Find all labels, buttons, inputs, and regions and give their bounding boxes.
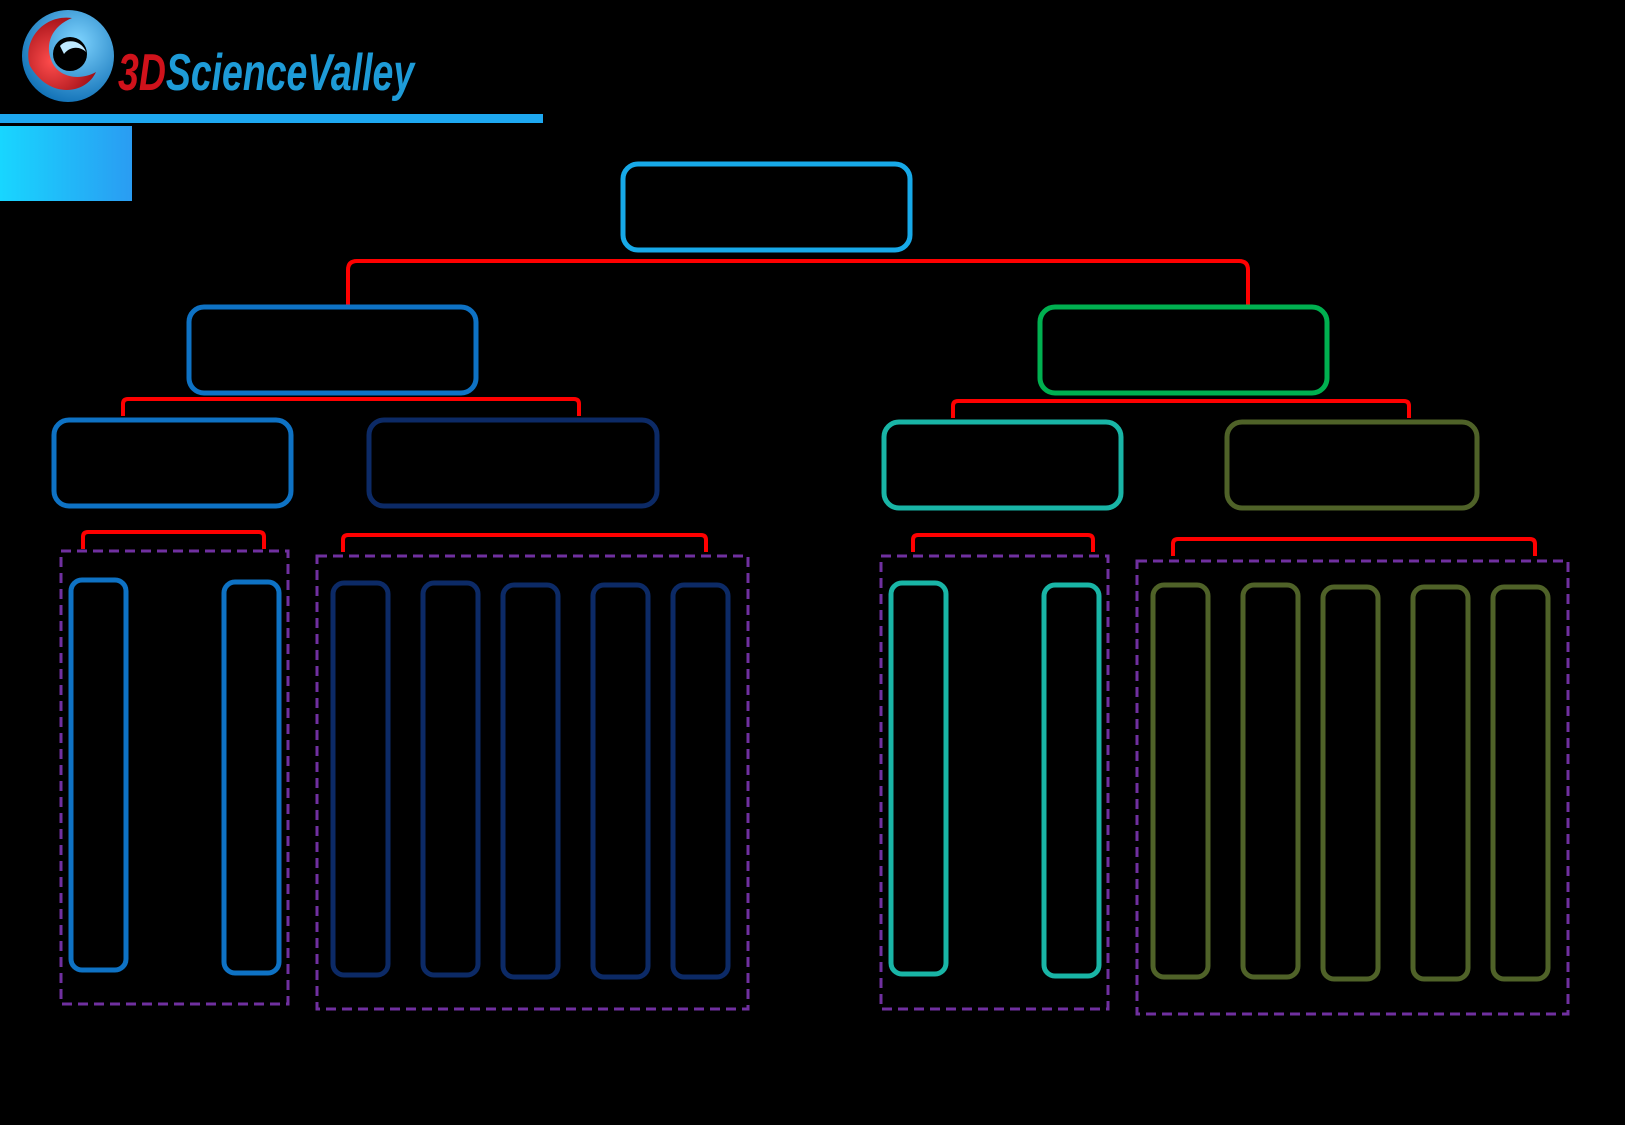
leaf-node <box>221 579 282 976</box>
leaf-node <box>888 580 949 977</box>
category-node-2 <box>366 417 660 509</box>
leaf-node <box>330 580 391 978</box>
leaf-node <box>1410 584 1471 982</box>
connector-root <box>346 259 1250 306</box>
leaf-node <box>670 582 731 980</box>
leaf-group-1 <box>59 549 290 1006</box>
category-node-3 <box>881 419 1124 511</box>
root-node <box>620 161 913 253</box>
connector-left-branch <box>121 397 581 416</box>
connector-group-1 <box>81 530 266 549</box>
leaf-node <box>1240 582 1301 980</box>
category-node-4 <box>1224 419 1480 511</box>
connector-lines <box>81 259 1537 556</box>
branch-node-left <box>186 304 479 396</box>
header-block <box>0 126 132 201</box>
leaf-node <box>1041 582 1102 979</box>
connector-group-3 <box>911 533 1095 552</box>
leaf-node <box>500 582 561 980</box>
leaf-node <box>1490 584 1551 982</box>
leaf-node <box>1150 582 1211 980</box>
connector-group-4 <box>1171 537 1537 556</box>
connector-right-branch <box>951 399 1411 418</box>
branch-node-right <box>1037 304 1330 396</box>
brand-logo-suffix: ScienceValley <box>166 43 417 102</box>
brand-logo-prefix: 3D <box>118 43 166 102</box>
leaf-node <box>1320 584 1381 982</box>
brand-logo-text: 3DScienceValley <box>118 43 416 102</box>
leaf-node <box>590 582 651 980</box>
leaf-group-4 <box>1135 559 1570 1016</box>
category-node-1 <box>51 417 294 509</box>
leaf-group-2 <box>315 554 750 1011</box>
header-bar <box>0 114 543 123</box>
swirl-logo-icon <box>22 10 114 102</box>
leaf-node <box>420 580 481 978</box>
leaf-node <box>68 577 129 973</box>
brand-logo: 3DScienceValley <box>22 10 416 102</box>
leaf-group-3 <box>879 554 1110 1011</box>
connector-group-2 <box>341 533 708 552</box>
